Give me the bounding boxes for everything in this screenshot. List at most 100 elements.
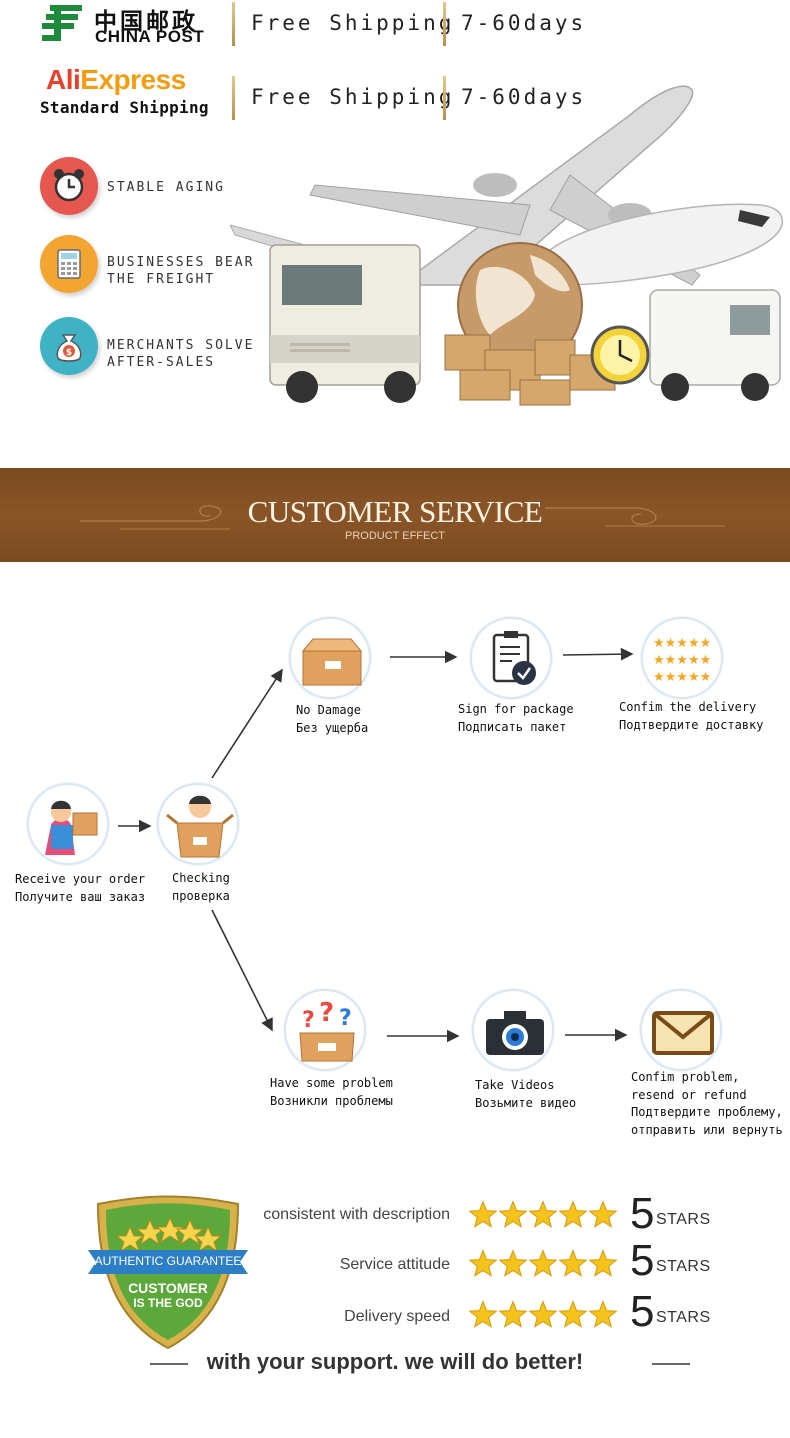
logistics-illustration [230,85,784,406]
aliexpress-logo: AliExpress Standard Shipping [40,64,220,124]
stopwatch-icon [590,325,650,385]
star-icon [468,1200,498,1228]
label-ru: Подписать пакет [458,720,567,734]
banner-subtitle: PRODUCT EFFECT [344,530,446,542]
star-icon [498,1300,528,1328]
feature-stable-aging: STABLE AGING [107,180,225,195]
confirm-delivery-label: Confim the delivery Подтвердите доставку [619,698,764,734]
clipboard-check-icon [492,631,536,685]
china-post-name-en: CHINA POST [95,27,205,46]
svg-text:?: ? [319,998,334,1028]
divider [232,2,235,46]
label-ru: проверка [172,889,230,903]
label-ru: Возьмите видео [475,1096,577,1110]
label-en: Receive your order [15,872,146,886]
rating-unit: STARS [656,1258,711,1275]
camera-icon [486,1011,544,1055]
label-en: Sign for package [458,702,574,716]
checking-node [157,783,239,865]
question-box-icon: ? ? ? [299,998,355,1062]
star-rating-row [468,1249,618,1277]
label-en: Have some problem [270,1076,393,1090]
airplane-icon [549,203,784,286]
star-icon [498,1200,528,1228]
aliexpress-name: AliExpress [46,64,186,96]
label-line: отправить или вернуть [631,1122,783,1137]
badge-line1: CUSTOMER [128,1280,208,1296]
delivery-man-icon [45,800,98,855]
label-line: Подтвердите проблему, [631,1105,783,1119]
label-line: Confim problem, [631,1070,740,1084]
package-boxes-icon [444,334,616,406]
money-bag-icon: $ [40,317,98,375]
slogan: with your support. we will do better! [206,1349,584,1374]
star-rating-row [468,1200,618,1228]
calculator-icon [40,235,98,293]
sign-package-node [470,617,552,699]
label-ru: Возникли проблемы [270,1094,393,1108]
label-en: Checking [172,871,230,885]
rating-label-delivery: Delivery speed [344,1308,450,1325]
take-videos-node [472,989,554,1071]
svg-text:?: ? [339,1006,352,1031]
label-ru: Подтвердите доставку [619,718,764,732]
no-damage-label: No Damage Без ущерба [296,701,368,737]
divider [232,76,235,120]
svg-text:★★★★★: ★★★★★ [653,636,711,651]
star-icon [588,1200,618,1228]
van-icon [649,289,781,401]
rating-score: 5 [630,1189,655,1238]
cloud-ornament-icon [80,505,230,530]
aliexpress-name-express: Express [80,64,186,95]
confirm-delivery-node: ★★★★★ ★★★★★ ★★★★★ [641,617,723,699]
take-videos-label: Take Videos Возьмите видео [475,1076,576,1112]
confirm-problem-label: Confim problem, resend or refund Подтвер… [631,1069,783,1139]
star-icon [468,1300,498,1328]
star-rating-icon: ★★★★★ ★★★★★ ★★★★★ [653,636,711,685]
feature-line: AFTER-SALES [107,355,216,370]
divider [443,2,446,46]
badge-line2: IS THE GOD [133,1296,203,1310]
star-icon [498,1249,528,1277]
svg-text:★★★★★: ★★★★★ [653,670,711,685]
rating-unit: STARS [656,1309,711,1326]
china-post-service: Free Shipping [251,11,455,35]
rating-label-description: consistent with description [263,1206,450,1223]
label-en: Take Videos [475,1078,555,1092]
envelope-icon [652,1011,714,1055]
svg-text:★★★★★: ★★★★★ [653,653,711,668]
flow-arrows [118,647,634,1043]
china-post-emblem-icon [42,5,82,41]
aliexpress-service: Free Shipping [251,85,455,109]
problem-node: ? ? ? [284,989,366,1071]
sign-package-label: Sign for package Подписать пакет [458,700,574,736]
guarantee-badge: AUTHENTIC GUARANTEE CUSTOMER IS THE GOD [88,1192,248,1352]
label-ru: Получите ваш заказ [15,890,146,904]
receive-order-label: Receive your order Получите ваш заказ [15,870,145,906]
aliexpress-time: 7-60days [461,85,587,109]
star-icon [528,1300,558,1328]
person-in-box-icon [166,795,234,858]
star-icon [588,1300,618,1328]
feature-line: MERCHANTS SOLVE [107,338,255,353]
star-icon [558,1300,588,1328]
banner-title: CUSTOMER SERVICE [247,494,543,529]
label-en: No Damage [296,703,362,717]
star-rating-row [468,1300,618,1328]
confirm-problem-node [640,989,722,1071]
no-damage-node [289,617,371,699]
slogan-divider [652,1363,690,1365]
slogan-divider [150,1363,188,1365]
svg-text:$: $ [66,348,72,358]
label-line: resend or refund [631,1087,747,1102]
customer-service-banner: CUSTOMER SERVICE PRODUCT EFFECT [0,468,790,562]
alarm-clock-icon [40,157,98,215]
svg-text:?: ? [302,1008,315,1033]
star-icon [528,1200,558,1228]
rating-score: 5 [630,1287,655,1336]
label-en: Confim the delivery [619,700,757,714]
star-icon [468,1249,498,1277]
receive-order-node [27,783,109,865]
feature-line: BUSINESSES BEAR [107,255,255,270]
shield-icon [88,1195,248,1350]
